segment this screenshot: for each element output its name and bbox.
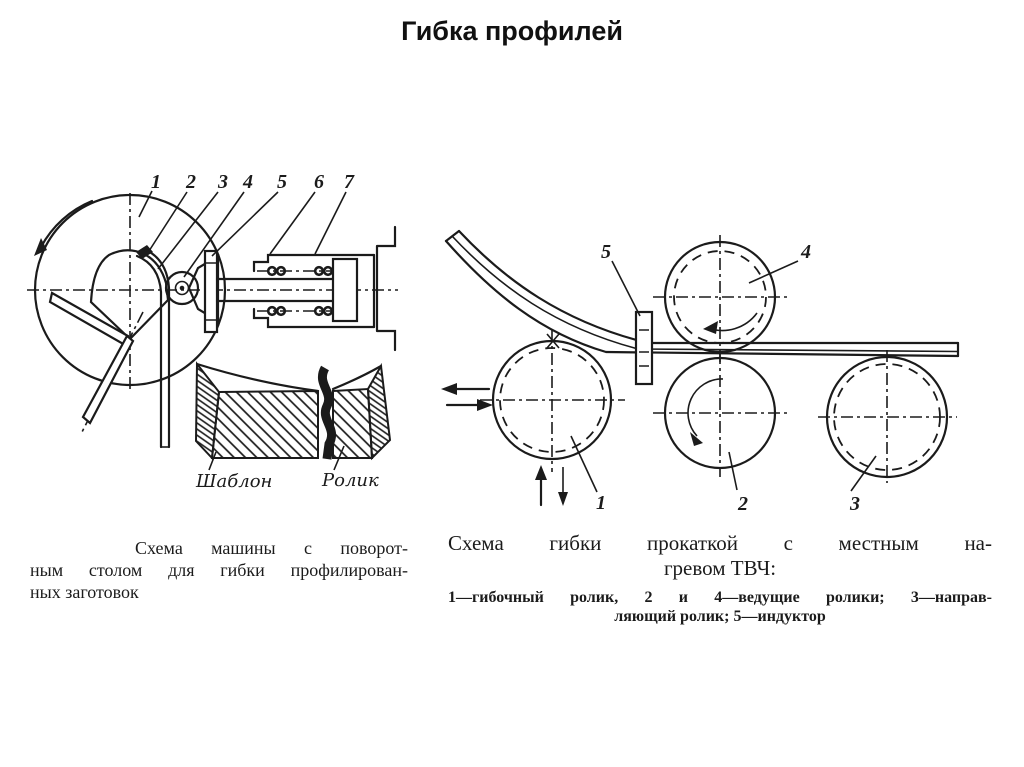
leader-lines	[570, 260, 877, 493]
piston-block	[331, 257, 359, 323]
legend-line: 1—гибочный ролик, 2 и 4—ведущие ролики; …	[448, 589, 992, 606]
part-number-2: 2	[737, 493, 748, 515]
part-number-3: 3	[849, 493, 860, 515]
spring-housing	[252, 253, 376, 329]
roller-centerlines	[480, 235, 957, 483]
caption-line: гревом ТВЧ:	[663, 556, 777, 580]
right-part-numbers: 5 4 1 2 3	[596, 241, 860, 515]
roller-label: Ролик	[321, 470, 379, 491]
template-label: Шаблон	[195, 471, 272, 492]
part-number-4: 4	[800, 241, 811, 263]
workpiece-strip	[444, 229, 960, 358]
left-part-numbers: 1 2 3 4 5 6 7	[151, 171, 355, 193]
leader-lines	[138, 190, 347, 278]
caption-line: Схема гибки прокаткой с местным на-	[448, 531, 992, 555]
clamp-dog	[136, 245, 153, 259]
left-figure-caption: Схема машины с поворот- ным столом для г…	[30, 537, 408, 603]
part-number-6: 6	[314, 171, 324, 193]
part-number-4: 4	[242, 171, 253, 193]
page-title: Гибка профилей	[401, 16, 623, 46]
part-number-2: 2	[185, 171, 196, 193]
feed-arrows	[441, 383, 568, 507]
caption-line: ных заготовок	[30, 582, 139, 602]
bent-profile-section	[318, 365, 336, 460]
cam-template	[89, 249, 170, 341]
frame-bracket	[375, 225, 397, 352]
springs	[266, 265, 334, 317]
rotation-arrow	[34, 199, 94, 256]
legend-line: ляющий ролик; 5—индуктор	[614, 608, 826, 625]
right-figure-diagram: 5 4 1 2 3	[441, 229, 960, 515]
guide-roller-3	[825, 355, 949, 479]
part-number-3: 3	[217, 171, 228, 193]
right-figure-caption: Схема гибки прокаткой с местным на- грев…	[448, 531, 992, 626]
part-number-1: 1	[596, 492, 606, 514]
pressure-roller	[164, 249, 220, 334]
part-number-5: 5	[277, 171, 287, 193]
part-number-5: 5	[601, 241, 611, 263]
push-rod	[215, 277, 335, 303]
turntable-circle	[33, 193, 227, 387]
section-detail: Шаблон Ролик	[194, 361, 392, 492]
caption-line: ным столом для гибки профилирован-	[30, 560, 408, 580]
inductor	[634, 310, 654, 386]
left-figure-diagram: 1 2 3 4 5 6 7 Шаблон Ролик	[27, 171, 398, 492]
workpiece-strip	[135, 247, 171, 449]
part-number-7: 7	[344, 171, 355, 193]
part-number-1: 1	[151, 171, 161, 193]
clamp-lever	[48, 291, 135, 425]
drive-roller-2	[663, 356, 777, 470]
caption-line: Схема машины с поворот-	[135, 538, 408, 558]
